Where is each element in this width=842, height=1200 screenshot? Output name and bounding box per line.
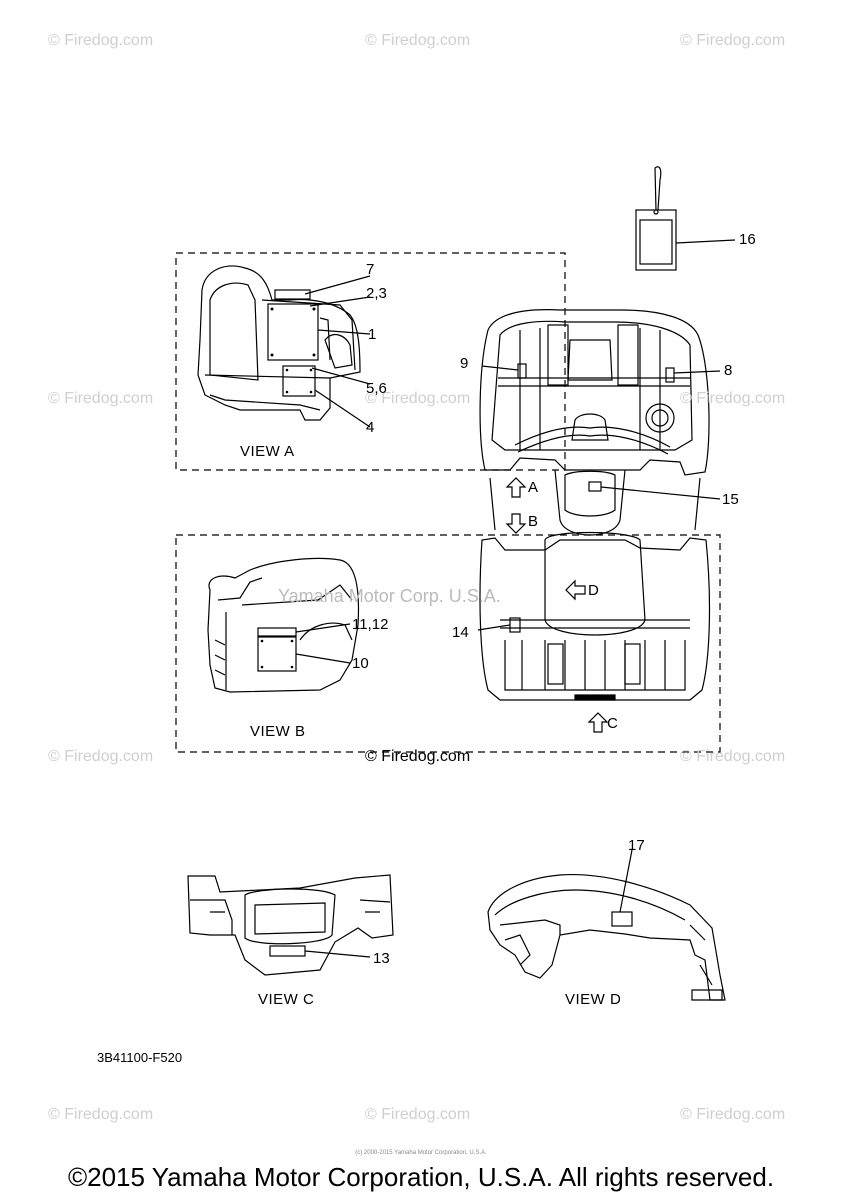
callout-8: 8 [724, 362, 733, 379]
arrow-label-a: A [528, 479, 539, 496]
decal-9 [517, 363, 527, 379]
watermark-firedog: © Firedog.com [48, 32, 154, 49]
view-d-drawing [487, 849, 726, 1001]
view-a-drawing [197, 265, 371, 428]
callout-17: 17 [628, 837, 645, 854]
watermark-firedog: © Firedog.com [48, 390, 154, 407]
atv-top-view [477, 309, 721, 733]
decal-10 [257, 636, 297, 672]
decal-17 [611, 911, 633, 927]
watermark-firedog: © Firedog.com [365, 390, 471, 407]
arrow-label-d: D [588, 582, 599, 599]
watermark-firedog: © Firedog.com [365, 1106, 471, 1123]
watermark-firedog: © Firedog.com [680, 748, 786, 765]
decal-7 [274, 289, 311, 300]
callout-7: 7 [366, 261, 375, 278]
arrow-label-b: B [528, 513, 539, 530]
part-number: 3B41100-F520 [97, 1050, 183, 1065]
watermark-firedog: © Firedog.com [680, 1106, 786, 1123]
tag-drawing [635, 166, 736, 271]
decal-8 [665, 367, 675, 383]
copyright-notice: ©2015 Yamaha Motor Corporation, U.S.A. A… [67, 1162, 775, 1192]
callout-13: 13 [373, 950, 390, 967]
watermark-firedog: © Firedog.com [365, 32, 471, 49]
view-b-frame [175, 534, 721, 753]
view-c-label: VIEW C [258, 991, 315, 1008]
arrow-d [565, 579, 586, 601]
watermark-yamaha: Yamaha Motor Corp. U.S.A. [278, 586, 501, 606]
callout-16: 16 [739, 231, 756, 248]
decal-13 [269, 945, 306, 957]
callout-4: 4 [366, 419, 375, 436]
decal-1 [267, 303, 319, 361]
watermark-firedog-center: © Firedog.com [365, 748, 471, 765]
callout-9: 9 [460, 355, 469, 372]
callout-15: 15 [722, 491, 739, 508]
arrow-a [505, 477, 527, 498]
view-d-label: VIEW D [565, 991, 622, 1008]
arrow-label-c: C [607, 715, 618, 732]
arrow-c [587, 712, 609, 733]
watermark-firedog: © Firedog.com [680, 390, 786, 407]
view-c-drawing [187, 874, 394, 976]
callout-11-12: 11,12 [352, 616, 389, 633]
callout-2-3: 2,3 [366, 285, 387, 302]
footer-small-print: (c) 2000-2015 Yamaha Motor Corporation, … [355, 1150, 487, 1156]
arrow-b [505, 513, 527, 534]
callout-1: 1 [368, 326, 377, 343]
callout-14: 14 [452, 624, 469, 641]
view-a-label: VIEW A [240, 443, 295, 460]
watermark-firedog: © Firedog.com [680, 32, 786, 49]
watermark-firedog: © Firedog.com [48, 748, 154, 765]
view-b-drawing [207, 557, 360, 693]
callout-10: 10 [352, 655, 369, 672]
decal-11-12 [257, 627, 297, 637]
decal-4 [282, 365, 316, 397]
callout-5-6: 5,6 [366, 380, 387, 397]
watermark-firedog: © Firedog.com [48, 1106, 154, 1123]
decal-15 [588, 481, 602, 492]
view-b-label: VIEW B [250, 723, 306, 740]
